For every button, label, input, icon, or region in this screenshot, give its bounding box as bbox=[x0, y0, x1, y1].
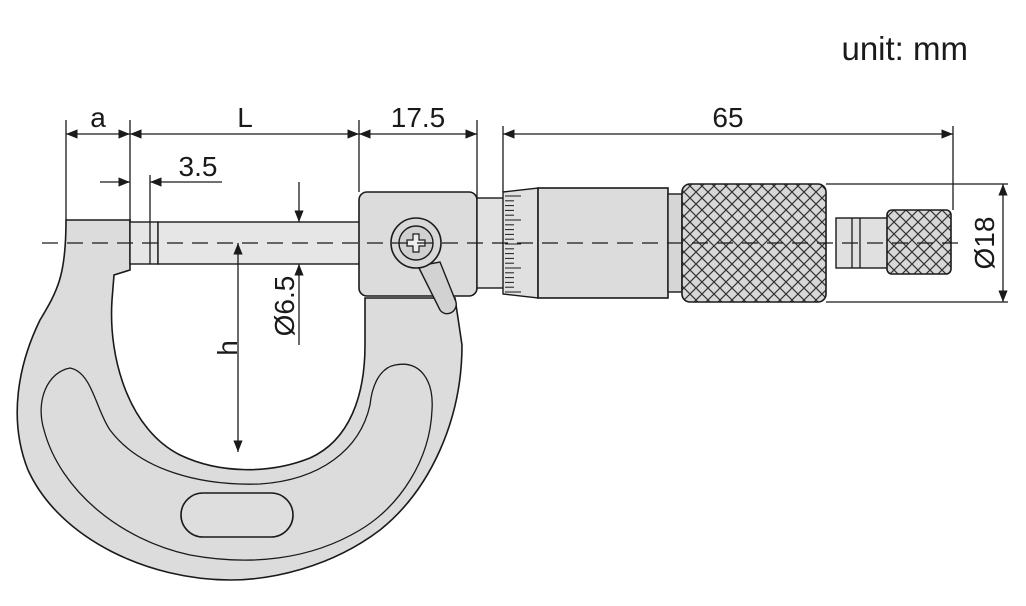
frame-inner-panel bbox=[40, 363, 433, 561]
frame-slot bbox=[180, 492, 294, 538]
dim-d6-5-label: Ø6.5 bbox=[269, 276, 300, 337]
dim-65-label: 65 bbox=[712, 102, 743, 133]
dim-d18-label: Ø18 bbox=[969, 217, 1000, 270]
dim-a-label: a bbox=[90, 102, 106, 133]
thimble-ticks bbox=[505, 195, 521, 293]
unit-label: unit: mm bbox=[841, 30, 968, 67]
lock-lever bbox=[416, 261, 457, 315]
frame bbox=[16, 219, 463, 581]
lock-screw-icon bbox=[406, 233, 426, 253]
dim-h-label: h bbox=[212, 340, 243, 356]
dim-L-label: L bbox=[237, 102, 253, 133]
dim-3-5-label: 3.5 bbox=[179, 151, 218, 182]
ratchet-knob bbox=[886, 209, 952, 275]
dim-17-5-label: 17.5 bbox=[391, 102, 446, 133]
